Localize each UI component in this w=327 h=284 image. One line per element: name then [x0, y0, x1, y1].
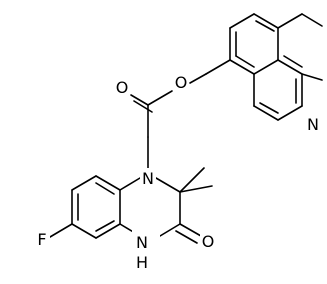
amide-h-label: H [136, 253, 148, 272]
quinoxalinone-core [49, 167, 213, 244]
bond [277, 105, 303, 121]
bond [301, 73, 323, 81]
bond [159, 223, 181, 237]
isoquinoline-nitrogen: N [305, 115, 321, 134]
bond [205, 59, 231, 75]
bond [95, 175, 121, 191]
bond [229, 13, 255, 29]
lactam-o-label: O [202, 232, 215, 251]
acyl-carbonyl-oxygen: O [114, 78, 130, 97]
bond [95, 223, 121, 239]
lactam-carbonyl-oxygen: O [200, 232, 216, 251]
ring-nitrogen: N [140, 168, 156, 188]
bond [179, 223, 202, 237]
amide-n-label: N [136, 233, 148, 252]
bond [71, 175, 97, 191]
ether-o-label: O [175, 73, 188, 92]
isoquinoline-ring [205, 13, 323, 121]
bond [179, 167, 205, 193]
bond [95, 220, 115, 232]
bond [147, 90, 173, 106]
bond [155, 177, 181, 193]
bond [229, 59, 255, 75]
bond [283, 55, 303, 68]
bond [189, 73, 207, 84]
bond [130, 94, 149, 106]
bond [253, 59, 279, 75]
amide-nh: N H [132, 228, 160, 272]
bond [95, 182, 115, 195]
bond [255, 20, 275, 32]
linker [130, 73, 207, 169]
bond [277, 13, 303, 29]
bond [179, 185, 213, 193]
bond [175, 230, 198, 244]
acyl-o-label: O [116, 78, 129, 97]
bond [49, 223, 73, 238]
bond [71, 223, 97, 239]
bond [259, 102, 279, 114]
bond [277, 59, 303, 75]
bond [119, 177, 141, 191]
bond [301, 13, 323, 27]
bond [133, 100, 153, 113]
ether-oxygen: O [173, 73, 189, 92]
ring-n-label: N [142, 169, 154, 188]
bond [253, 13, 279, 29]
bond [235, 55, 255, 68]
bond [253, 105, 279, 121]
fluorine-label: F [37, 230, 46, 249]
fluorine: F [34, 230, 50, 249]
isoquinoline-n-label: N [307, 115, 319, 134]
